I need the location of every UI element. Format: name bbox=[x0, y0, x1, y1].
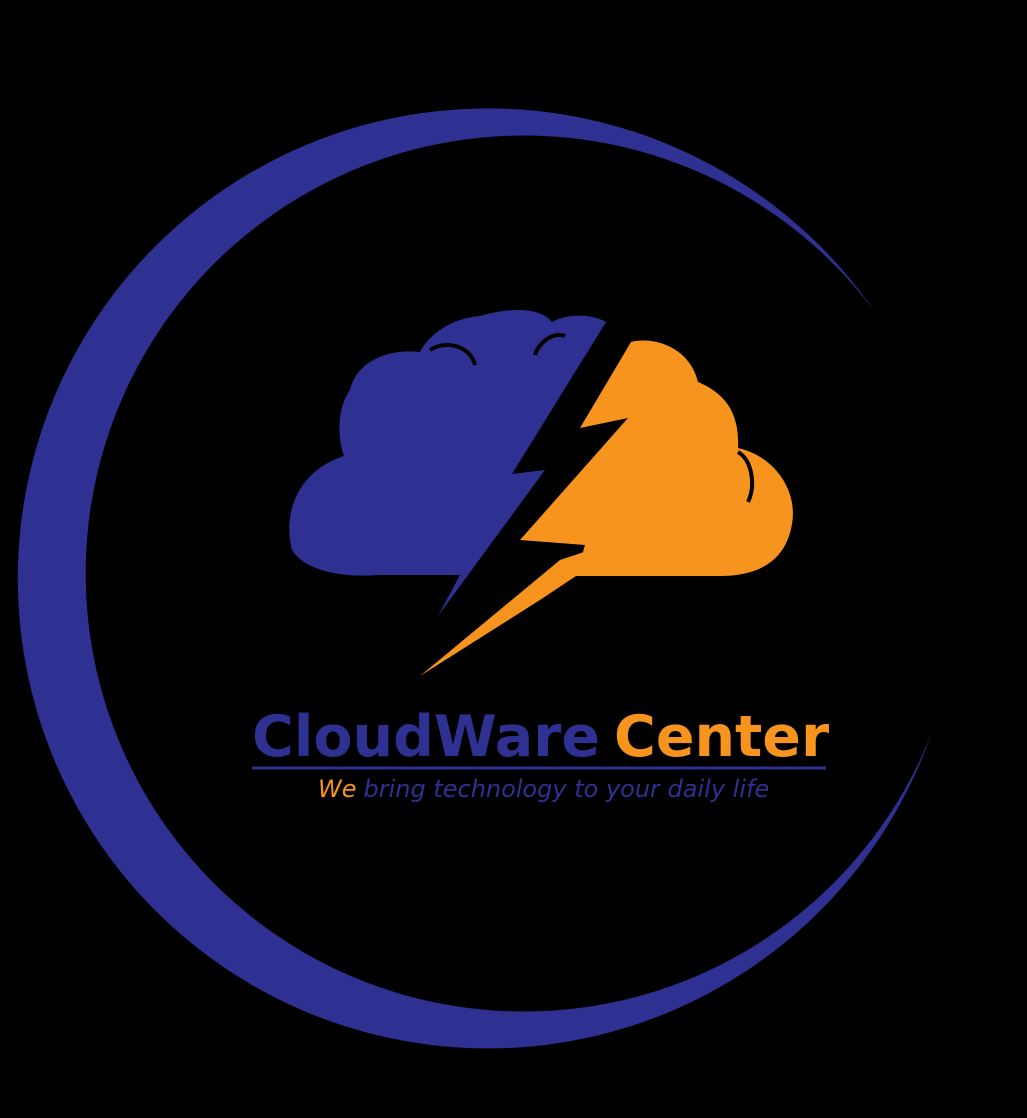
lightning-bolt-icon bbox=[420, 548, 596, 676]
cloud-left-half bbox=[289, 310, 606, 616]
crescent-ring-icon bbox=[17, 108, 932, 1049]
brand-name-part2: Center bbox=[614, 704, 829, 770]
tagline-lead: We bbox=[318, 775, 357, 803]
tagline-rest: bring technology to your daily life bbox=[364, 775, 770, 803]
cloud-curl-line bbox=[533, 333, 566, 356]
cloud-curl-line bbox=[428, 343, 477, 366]
brand-name-part1: CloudWare bbox=[252, 704, 600, 770]
cloud-icon bbox=[289, 310, 793, 616]
cloud-curl-line bbox=[736, 450, 755, 503]
cloud-right-half bbox=[520, 340, 793, 576]
